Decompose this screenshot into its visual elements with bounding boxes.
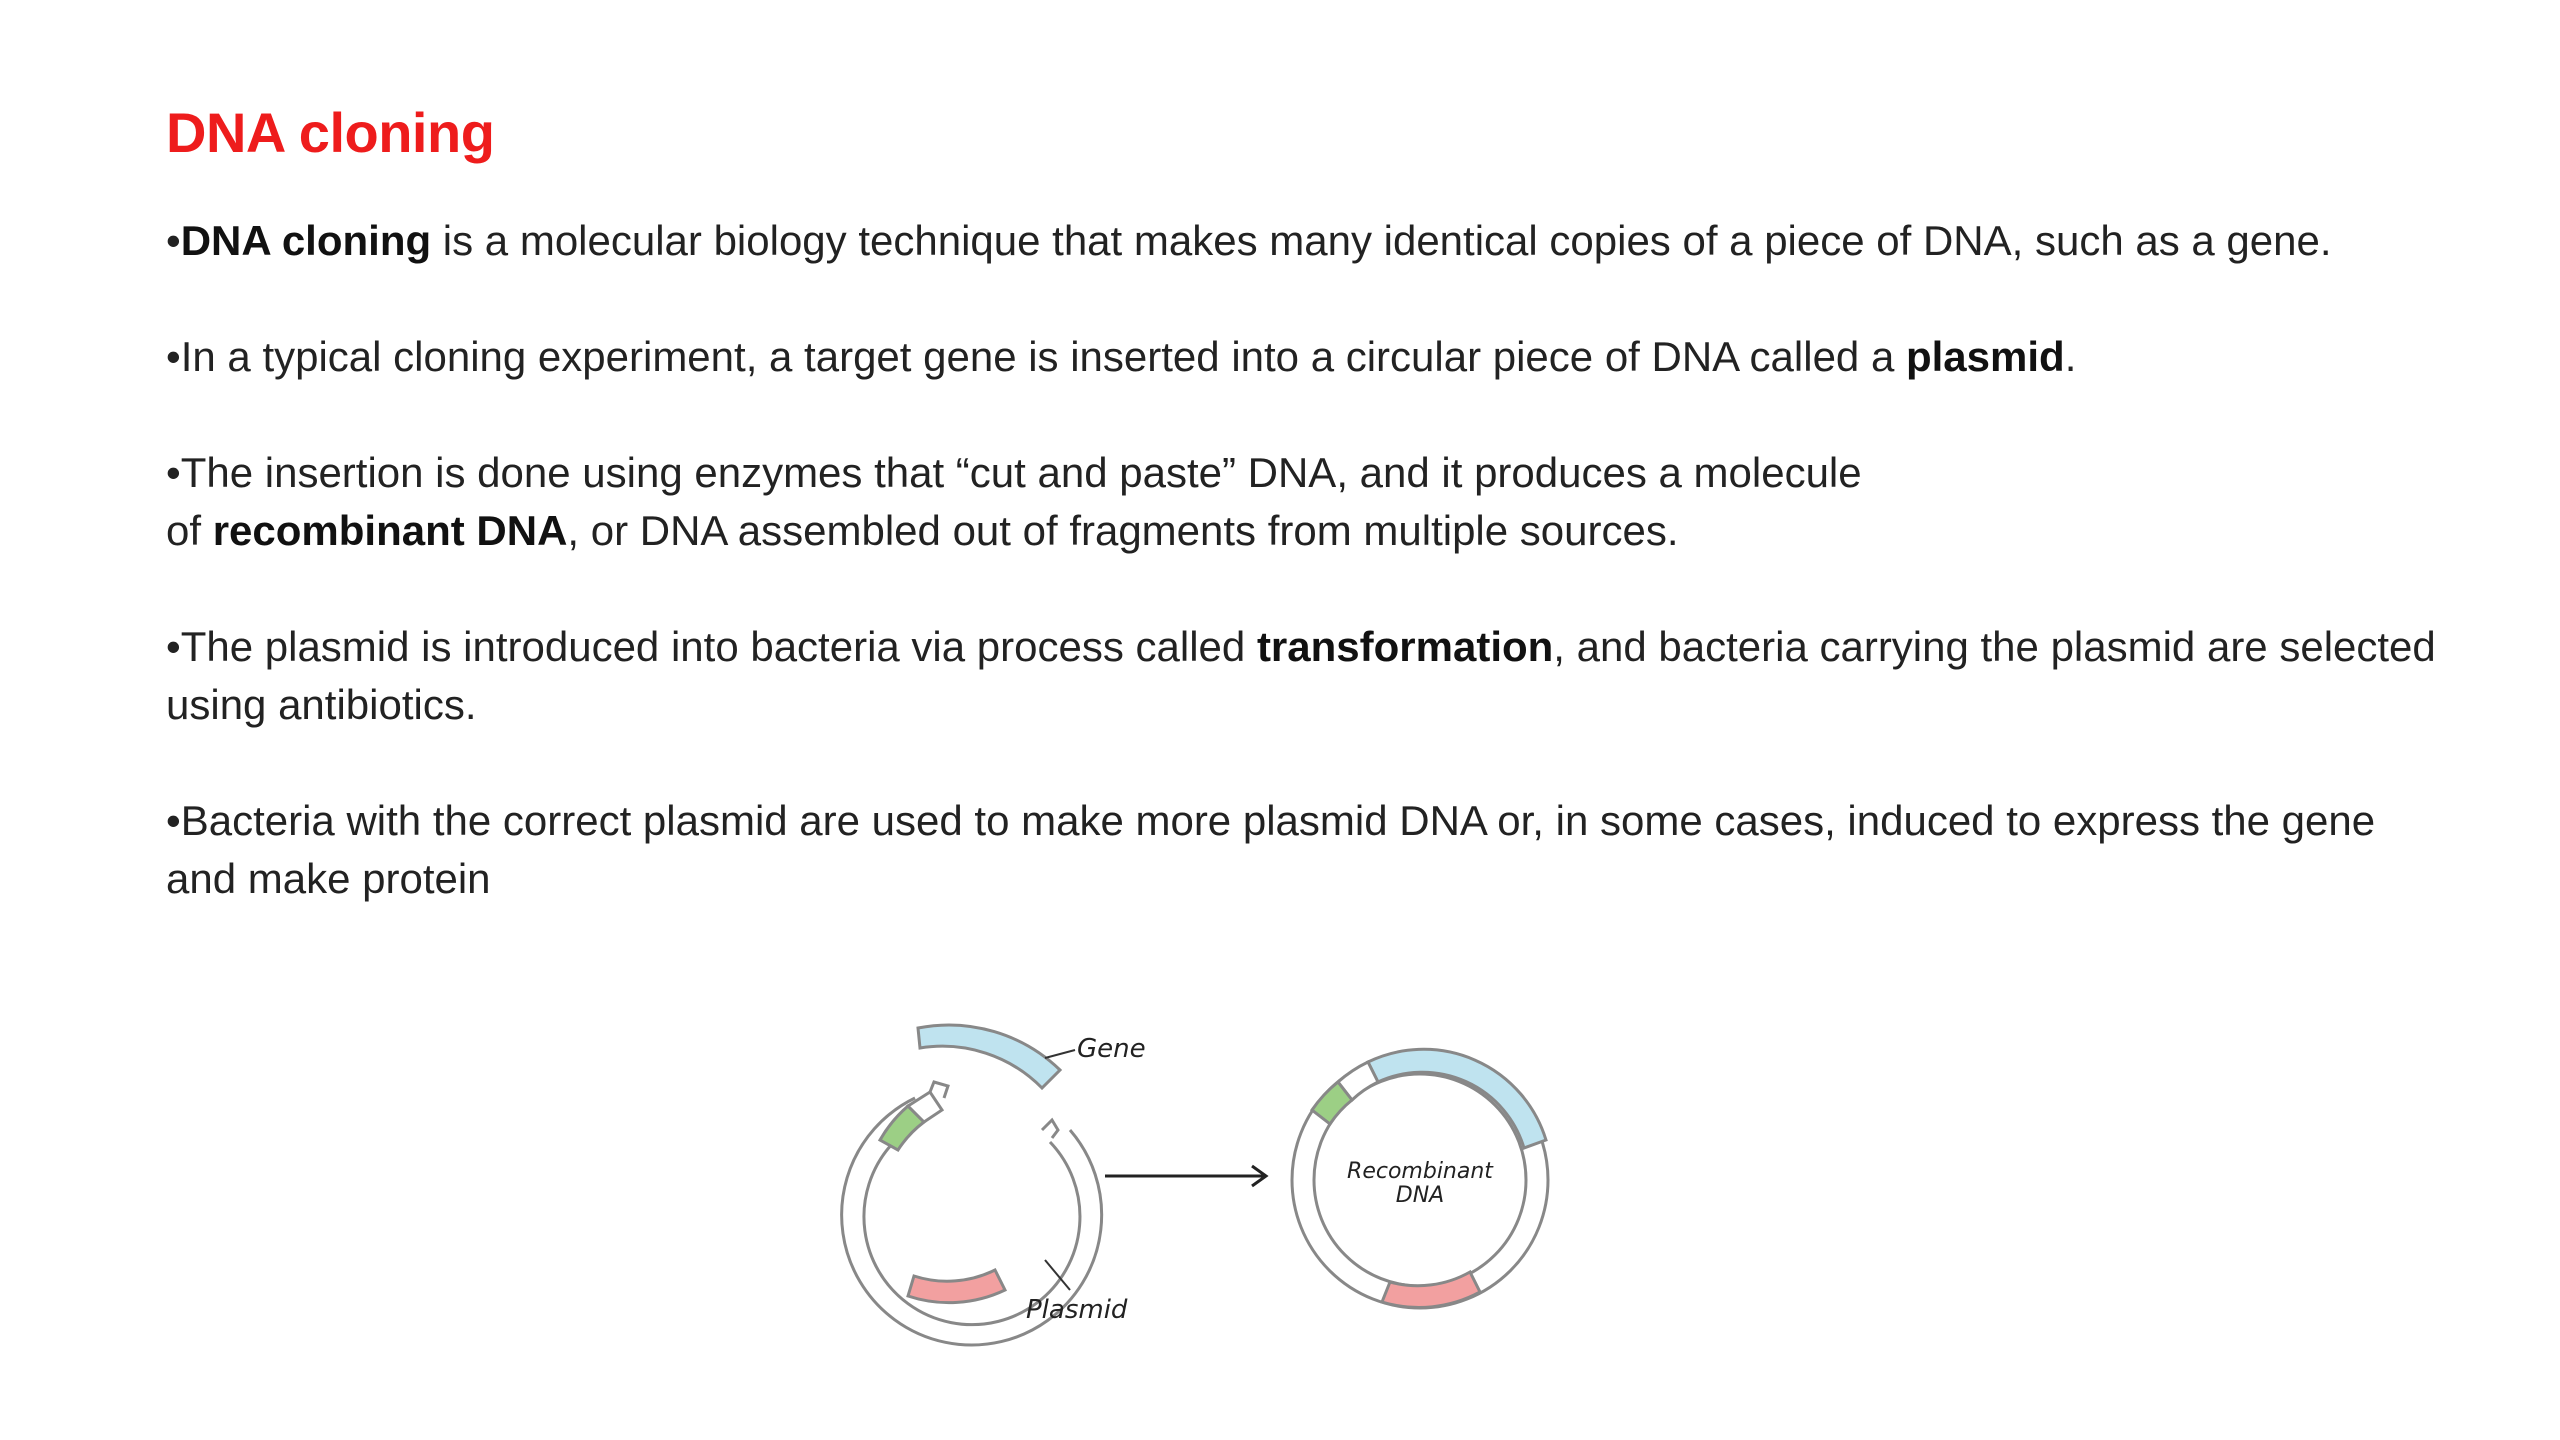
bullet-1-bold: DNA cloning [180, 217, 432, 264]
plasmid-white-segment [905, 1089, 945, 1124]
bullet-1: •DNA cloning is a molecular biology tech… [166, 212, 2456, 270]
plasmid-leader-line [1044, 1259, 1071, 1291]
recombinant-label-line1: Recombinant [1347, 1159, 1494, 1184]
recombinant-gene-segment [1365, 1047, 1548, 1150]
bullet-5-text: Bacteria with the correct plasmid are us… [166, 797, 2376, 902]
plasmid-cut-end-right [1040, 1117, 1060, 1139]
bullet-4-end: , and bacteria carrying the plasmid are … [166, 623, 2436, 728]
bullet-3-text: The insertion is done using enzymes that… [180, 449, 1862, 496]
bullet-2-text: In a typical cloning experiment, a targe… [180, 333, 1906, 380]
recombinant-label-line2: DNA [1396, 1183, 1444, 1208]
gene-leader-line [1044, 1049, 1076, 1059]
bullet-2-bold: plasmid [1905, 333, 2065, 380]
bullet-marker: • [166, 623, 181, 670]
plasmid-cut-end-left [928, 1080, 950, 1099]
bullet-marker: • [166, 797, 181, 844]
recombinant-green-segment [1309, 1079, 1355, 1127]
bullet-4: •The plasmid is introduced into bacteria… [166, 618, 2456, 734]
recombinant-red-segment [1379, 1269, 1482, 1309]
arrow-icon [1105, 1164, 1269, 1188]
bullet-list: •DNA cloning is a molecular biology tech… [166, 212, 2456, 966]
plasmid-green-segment [877, 1103, 927, 1152]
recombinant-white-segment [1335, 1060, 1381, 1103]
bullet-2: •In a typical cloning experiment, a targ… [166, 328, 2456, 386]
gene-label: Gene [1077, 1034, 1146, 1064]
bullet-3-bold: recombinant DNA [212, 507, 568, 554]
slide-title: DNA cloning [166, 101, 495, 164]
plasmid-ring-outer [840, 1096, 1104, 1347]
bullet-3-end: , or DNA assembled out of fragments from… [567, 507, 1679, 554]
plasmid-red-segment [906, 1267, 1008, 1305]
bullet-1-text: is a molecular biology technique that ma… [431, 217, 2332, 264]
bullet-4-text: The plasmid is introduced into bacteria … [180, 623, 1257, 670]
plasmid-ring-inner [862, 1116, 1082, 1327]
bullet-marker: • [166, 333, 181, 380]
bullet-2-end: . [2064, 333, 2077, 380]
bullet-4-bold: transformation [1256, 623, 1554, 670]
recombinant-plasmid-diagram [1290, 1047, 1550, 1310]
bullet-3-text-cont: of [166, 507, 213, 554]
bullet-marker: • [166, 217, 181, 264]
cloning-diagram: Gene Plasmid Recombinant DNA [840, 1023, 1550, 1347]
plasmid-label: Plasmid [1026, 1295, 1128, 1325]
bullet-marker: • [166, 449, 181, 496]
gene-fragment [916, 1023, 1063, 1091]
plasmid-diagram [840, 1080, 1104, 1347]
bullet-3: •The insertion is done using enzymes tha… [166, 444, 2456, 560]
bullet-5: •Bacteria with the correct plasmid are u… [166, 792, 2456, 908]
